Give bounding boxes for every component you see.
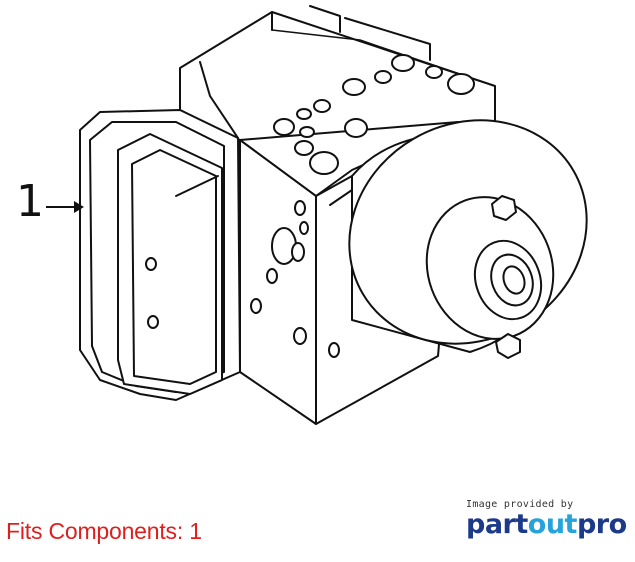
connector-shape bbox=[117, 133, 223, 395]
image-credit: Image provided by partoutpro bbox=[466, 499, 627, 540]
partoutpro-logo: partoutpro bbox=[466, 509, 627, 540]
credit-caption: Image provided by bbox=[466, 499, 574, 510]
callout-number: 1 bbox=[16, 176, 44, 227]
abs-module-diagram bbox=[79, 5, 588, 425]
fits-components-text: Fits Components: 1 bbox=[6, 518, 202, 544]
callout-arrow-icon bbox=[46, 201, 84, 213]
